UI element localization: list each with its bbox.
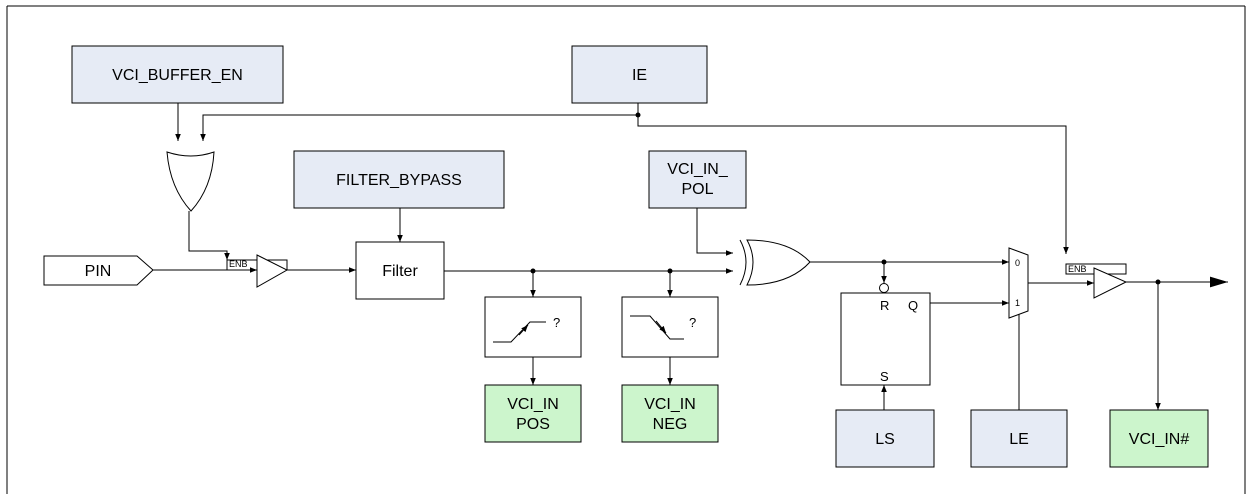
falling-edge-detector: ? (621, 296, 719, 358)
register-vci-in-pol-line2: POL (681, 181, 713, 198)
latch-s-label: S (880, 369, 889, 384)
input-buffer: ENB (226, 254, 289, 288)
rising-edge-detector: ? (484, 296, 582, 358)
register-vci-buffer-en: VCI_BUFFER_EN (71, 45, 284, 104)
mux-input0-label: 0 (1015, 258, 1020, 268)
output-vci-in-hash: VCI_IN# (1109, 409, 1209, 468)
register-le-label: LE (1009, 431, 1029, 448)
output-buffer-enb-label: ENB (1068, 264, 1087, 274)
register-filter-bypass: FILTER_BYPASS (293, 150, 505, 209)
output-vci-in-neg: VCI_IN NEG (621, 384, 719, 443)
rs-latch: R Q S (840, 283, 931, 386)
output-vci-in-pos-line2: POS (516, 416, 550, 433)
filter-block: Filter (355, 241, 445, 300)
register-le: LE (970, 409, 1068, 468)
output-buffer: ENB (1065, 263, 1128, 299)
pin-input: PIN (43, 255, 154, 286)
pin-label: PIN (85, 263, 112, 280)
falling-edge-question: ? (689, 315, 696, 330)
filter-label: Filter (382, 263, 418, 280)
mux-input1-label: 1 (1015, 298, 1020, 308)
mux: 0 1 (1008, 247, 1029, 319)
xor-gate (739, 239, 811, 286)
latch-r-label: R (880, 298, 889, 313)
or-gate (166, 151, 215, 212)
output-vci-in-neg-line2: NEG (653, 416, 688, 433)
register-ls: LS (835, 409, 935, 468)
latch-q-label: Q (908, 298, 918, 313)
output-vci-in-neg-line1: VCI_IN (644, 396, 696, 413)
register-vci-in-pol: VCI_IN_ POL (648, 150, 747, 209)
register-ie: IE (571, 45, 708, 104)
register-filter-bypass-label: FILTER_BYPASS (336, 172, 462, 189)
output-vci-in-pos: VCI_IN POS (484, 384, 582, 443)
register-vci-buffer-en-label: VCI_BUFFER_EN (112, 67, 243, 84)
wires (153, 103, 1228, 410)
output-vci-in-pos-line1: VCI_IN (507, 396, 559, 413)
input-buffer-enb-label: ENB (229, 259, 248, 269)
register-ie-label: IE (632, 67, 647, 84)
rising-edge-question: ? (553, 315, 560, 330)
register-ls-label: LS (875, 431, 895, 448)
output-vci-in-hash-label: VCI_IN# (1129, 431, 1190, 448)
register-vci-in-pol-line1: VCI_IN_ (667, 161, 729, 178)
